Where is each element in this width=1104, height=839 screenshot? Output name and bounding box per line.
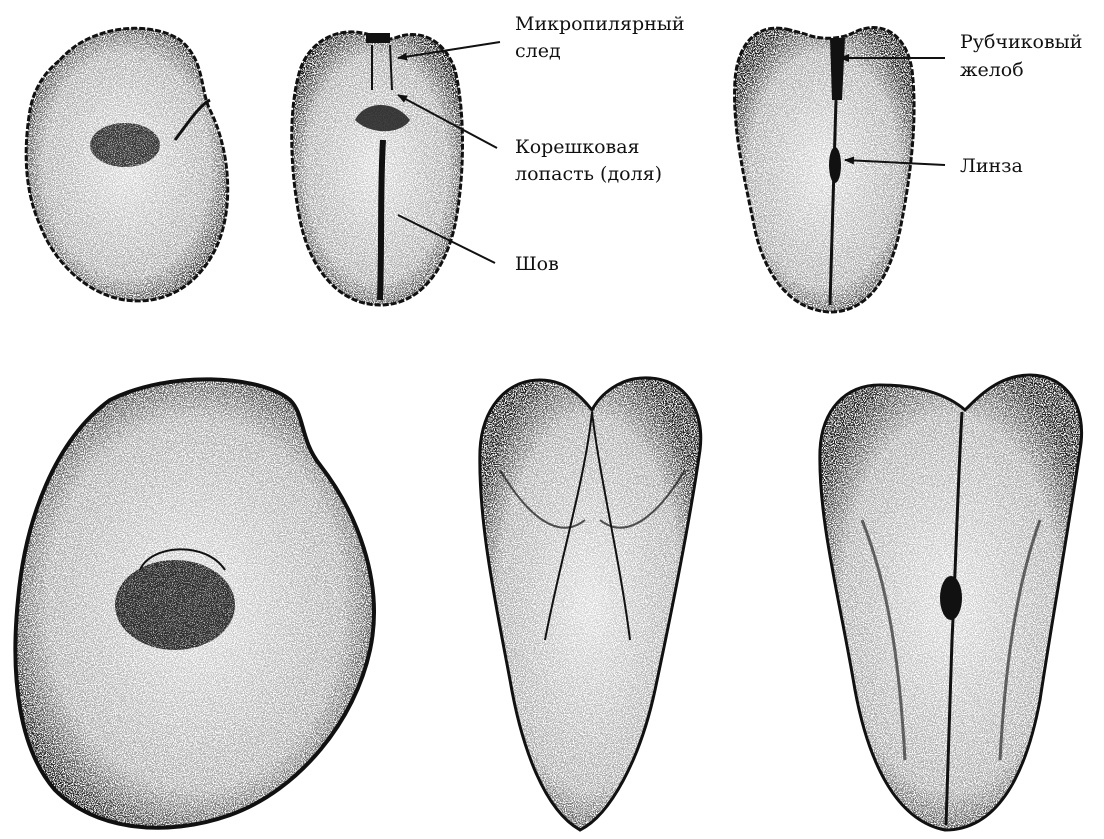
micropyle-label-line1: Микропилярный — [515, 13, 685, 35]
hilum-label-line2: желоб — [960, 59, 1024, 81]
hilum-label-line1: Рубчиковый — [960, 31, 1082, 53]
suture-label: Шов — [515, 253, 559, 275]
lens-label: Линза — [960, 155, 1023, 177]
seed-hilum-view-small — [735, 28, 915, 312]
seed-hilum-view-large — [820, 375, 1082, 830]
seed-side-view-large — [15, 379, 374, 827]
seed-side-view-small — [26, 28, 228, 301]
radicle-label-line1: Корешковая — [515, 136, 640, 158]
micropyle-label-line2: след — [515, 40, 561, 62]
seed-front-view-large — [480, 378, 701, 830]
radicle-label-line2: лопасть (доля) — [515, 163, 662, 185]
seed-front-view-small — [292, 32, 463, 305]
